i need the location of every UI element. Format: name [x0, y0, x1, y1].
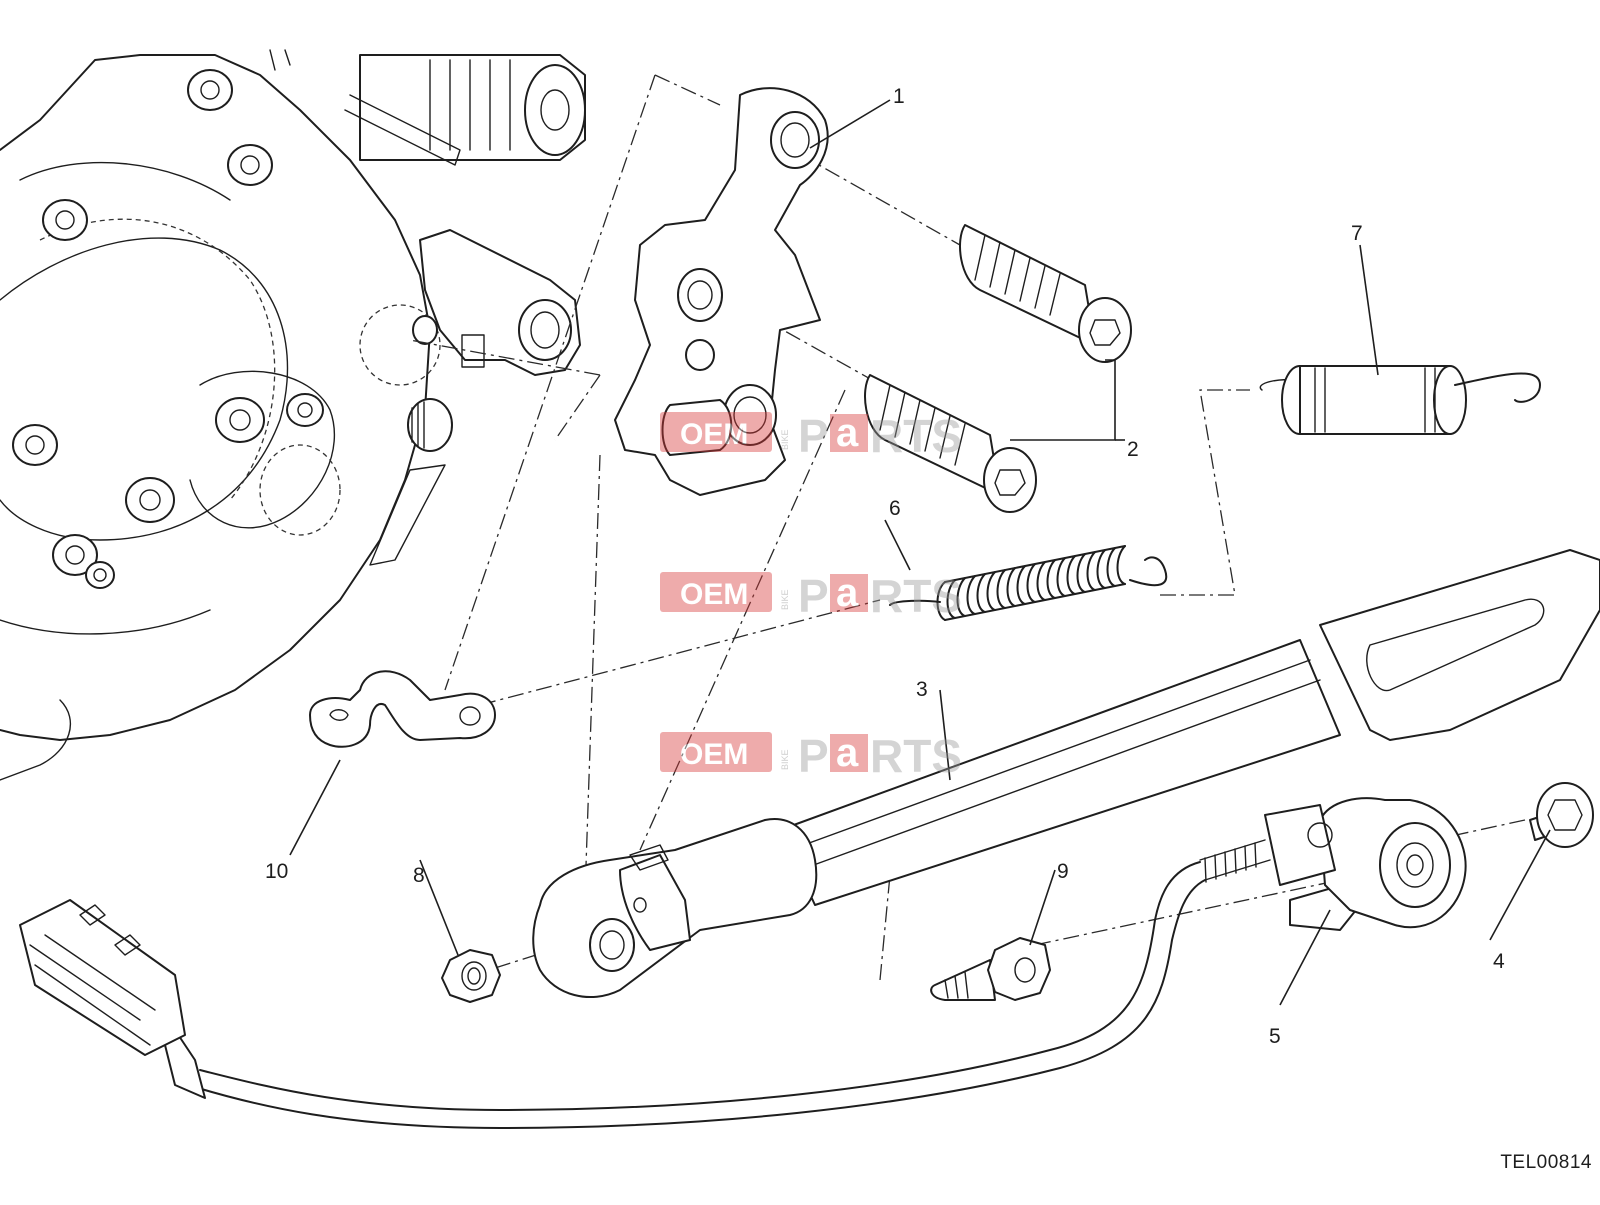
- watermark-oem-bike-parts: OEM BIKE P a RTS: [660, 570, 962, 622]
- svg-text:OEM: OEM: [680, 418, 748, 451]
- part-5-sidestand-sensor[interactable]: [1199, 797, 1467, 931]
- part-10-spring-plate[interactable]: [309, 670, 496, 748]
- part-7-spring-barrel[interactable]: [1259, 365, 1541, 435]
- drawing-reference-code: TEL00814: [1500, 1152, 1592, 1173]
- callout-labels: 1 2 3 4 5 6 7 8 9 10: [265, 85, 1505, 1048]
- part-9-stud-bolt[interactable]: [930, 937, 1051, 1001]
- leader-lines: [289, 99, 1551, 1006]
- sensor-cable-and-connector: [19, 861, 1206, 1129]
- svg-text:P: P: [798, 730, 829, 782]
- callout-3: 3: [916, 678, 928, 701]
- part-6-spring-coil[interactable]: [889, 545, 1168, 621]
- watermark-red-box: [830, 414, 868, 452]
- watermark-red-box: [830, 734, 868, 772]
- engine-case-outline: [0, 49, 586, 781]
- callout-6: 6: [889, 497, 901, 520]
- svg-text:OEM: OEM: [680, 578, 748, 611]
- svg-text:a: a: [836, 731, 859, 775]
- part-4-flange-screw[interactable]: [1529, 782, 1594, 848]
- svg-text:RTS: RTS: [870, 730, 962, 782]
- svg-text:OEM: OEM: [680, 738, 748, 771]
- svg-text:BIKE: BIKE: [780, 429, 790, 450]
- svg-text:RTS: RTS: [870, 410, 962, 462]
- callout-7: 7: [1351, 222, 1363, 245]
- svg-text:a: a: [836, 571, 859, 615]
- svg-text:BIKE: BIKE: [780, 749, 790, 770]
- part-8-nut[interactable]: [441, 949, 501, 1003]
- svg-text:a: a: [836, 411, 859, 455]
- part-2-screw-lower[interactable]: [864, 374, 1037, 513]
- output-shaft-gear: [344, 54, 586, 166]
- watermark-oem-bike-parts: OEM BIKE P a RTS: [660, 730, 962, 782]
- svg-text:BIKE: BIKE: [780, 589, 790, 610]
- watermark-red-box: [660, 412, 772, 452]
- callout-10: 10: [265, 860, 288, 883]
- svg-text:P: P: [798, 410, 829, 462]
- callout-5: 5: [1269, 1025, 1281, 1048]
- watermark-oem-bike-parts: OEM BIKE P a RTS: [660, 410, 962, 462]
- part-3-sidestand-leg[interactable]: [532, 549, 1600, 999]
- svg-text:RTS: RTS: [870, 570, 962, 622]
- part-2-screw-upper[interactable]: [959, 224, 1132, 363]
- engine-bolt-boss: [12, 69, 324, 589]
- callout-8: 8: [413, 864, 425, 887]
- watermark-red-box: [660, 732, 772, 772]
- callout-2: 2: [1127, 438, 1139, 461]
- svg-text:P: P: [798, 570, 829, 622]
- watermark-red-box: [830, 574, 868, 612]
- callout-1: 1: [893, 85, 905, 108]
- callout-4: 4: [1493, 950, 1505, 973]
- watermark-red-box: [660, 572, 772, 612]
- part-1-sidestand-bracket[interactable]: [614, 87, 829, 496]
- callout-9: 9: [1057, 860, 1069, 883]
